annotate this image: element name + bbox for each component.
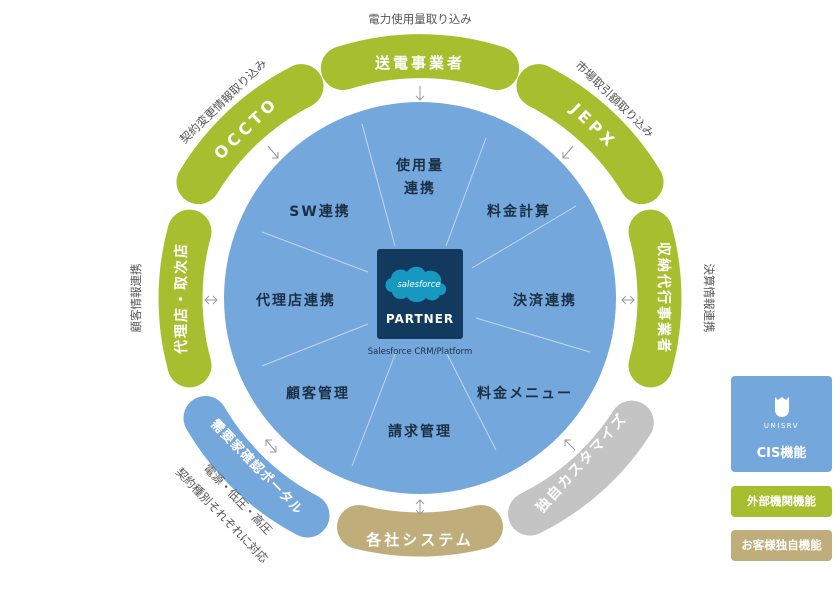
legend-brand: UNISRV <box>763 422 800 430</box>
segment-collection <box>628 209 682 388</box>
segment-dividers <box>261 123 591 467</box>
segment-portal <box>183 396 330 538</box>
label-collection: 収納代行事業者 <box>655 242 672 354</box>
segment-customer-mgmt: 顧客管理 <box>286 385 350 402</box>
annotation-customer-info: 顧客情報連携 <box>129 264 143 333</box>
unisrv-logo-icon <box>731 396 832 422</box>
salesforce-partner-badge: salesforce PARTNER <box>377 249 463 339</box>
segment-customize <box>508 400 654 536</box>
segment-systems <box>337 505 503 557</box>
label-agency: 代理店・取次店 <box>173 242 190 355</box>
annotation-power-import: 電力使用量取り込み <box>368 12 472 26</box>
label-transmission: 送電事業者 <box>374 54 465 72</box>
segment-settlement: 決済連携 <box>513 292 577 309</box>
segment-occto <box>176 64 324 205</box>
segment-billing-calc: 料金計算 <box>487 203 551 220</box>
legend-cis-label: CIS機能 <box>756 446 807 461</box>
segment-billing-mgmt: 請求管理 <box>388 423 452 440</box>
salesforce-cloud-icon <box>385 266 447 303</box>
legend-customer: お客様独自機能 <box>731 530 832 561</box>
annotation-settle-info: 決算情報連携 <box>702 264 716 333</box>
platform-label: Salesforce CRM/Platform <box>368 347 473 357</box>
badge-brand: salesforce <box>397 280 440 290</box>
segment-sw-link: SW連携 <box>289 203 351 220</box>
legend-external: 外部機関機能 <box>731 486 832 517</box>
segment-agency <box>158 209 212 388</box>
connector-arrows <box>204 86 635 515</box>
label-systems: 各社システム <box>365 531 474 549</box>
segment-rate-menu: 料金メニュー <box>477 385 573 402</box>
badge-label: PARTNER <box>386 312 454 326</box>
segment-usage-line2: 連携 <box>404 180 436 197</box>
segment-agent-link: 代理店連携 <box>255 292 336 309</box>
segment-usage-line1: 使用量 <box>395 157 444 174</box>
segment-transmission <box>320 34 520 91</box>
segment-jepx <box>516 64 664 205</box>
outer-ring <box>158 34 682 557</box>
legend-cis: UNISRV CIS機能 <box>731 376 832 472</box>
